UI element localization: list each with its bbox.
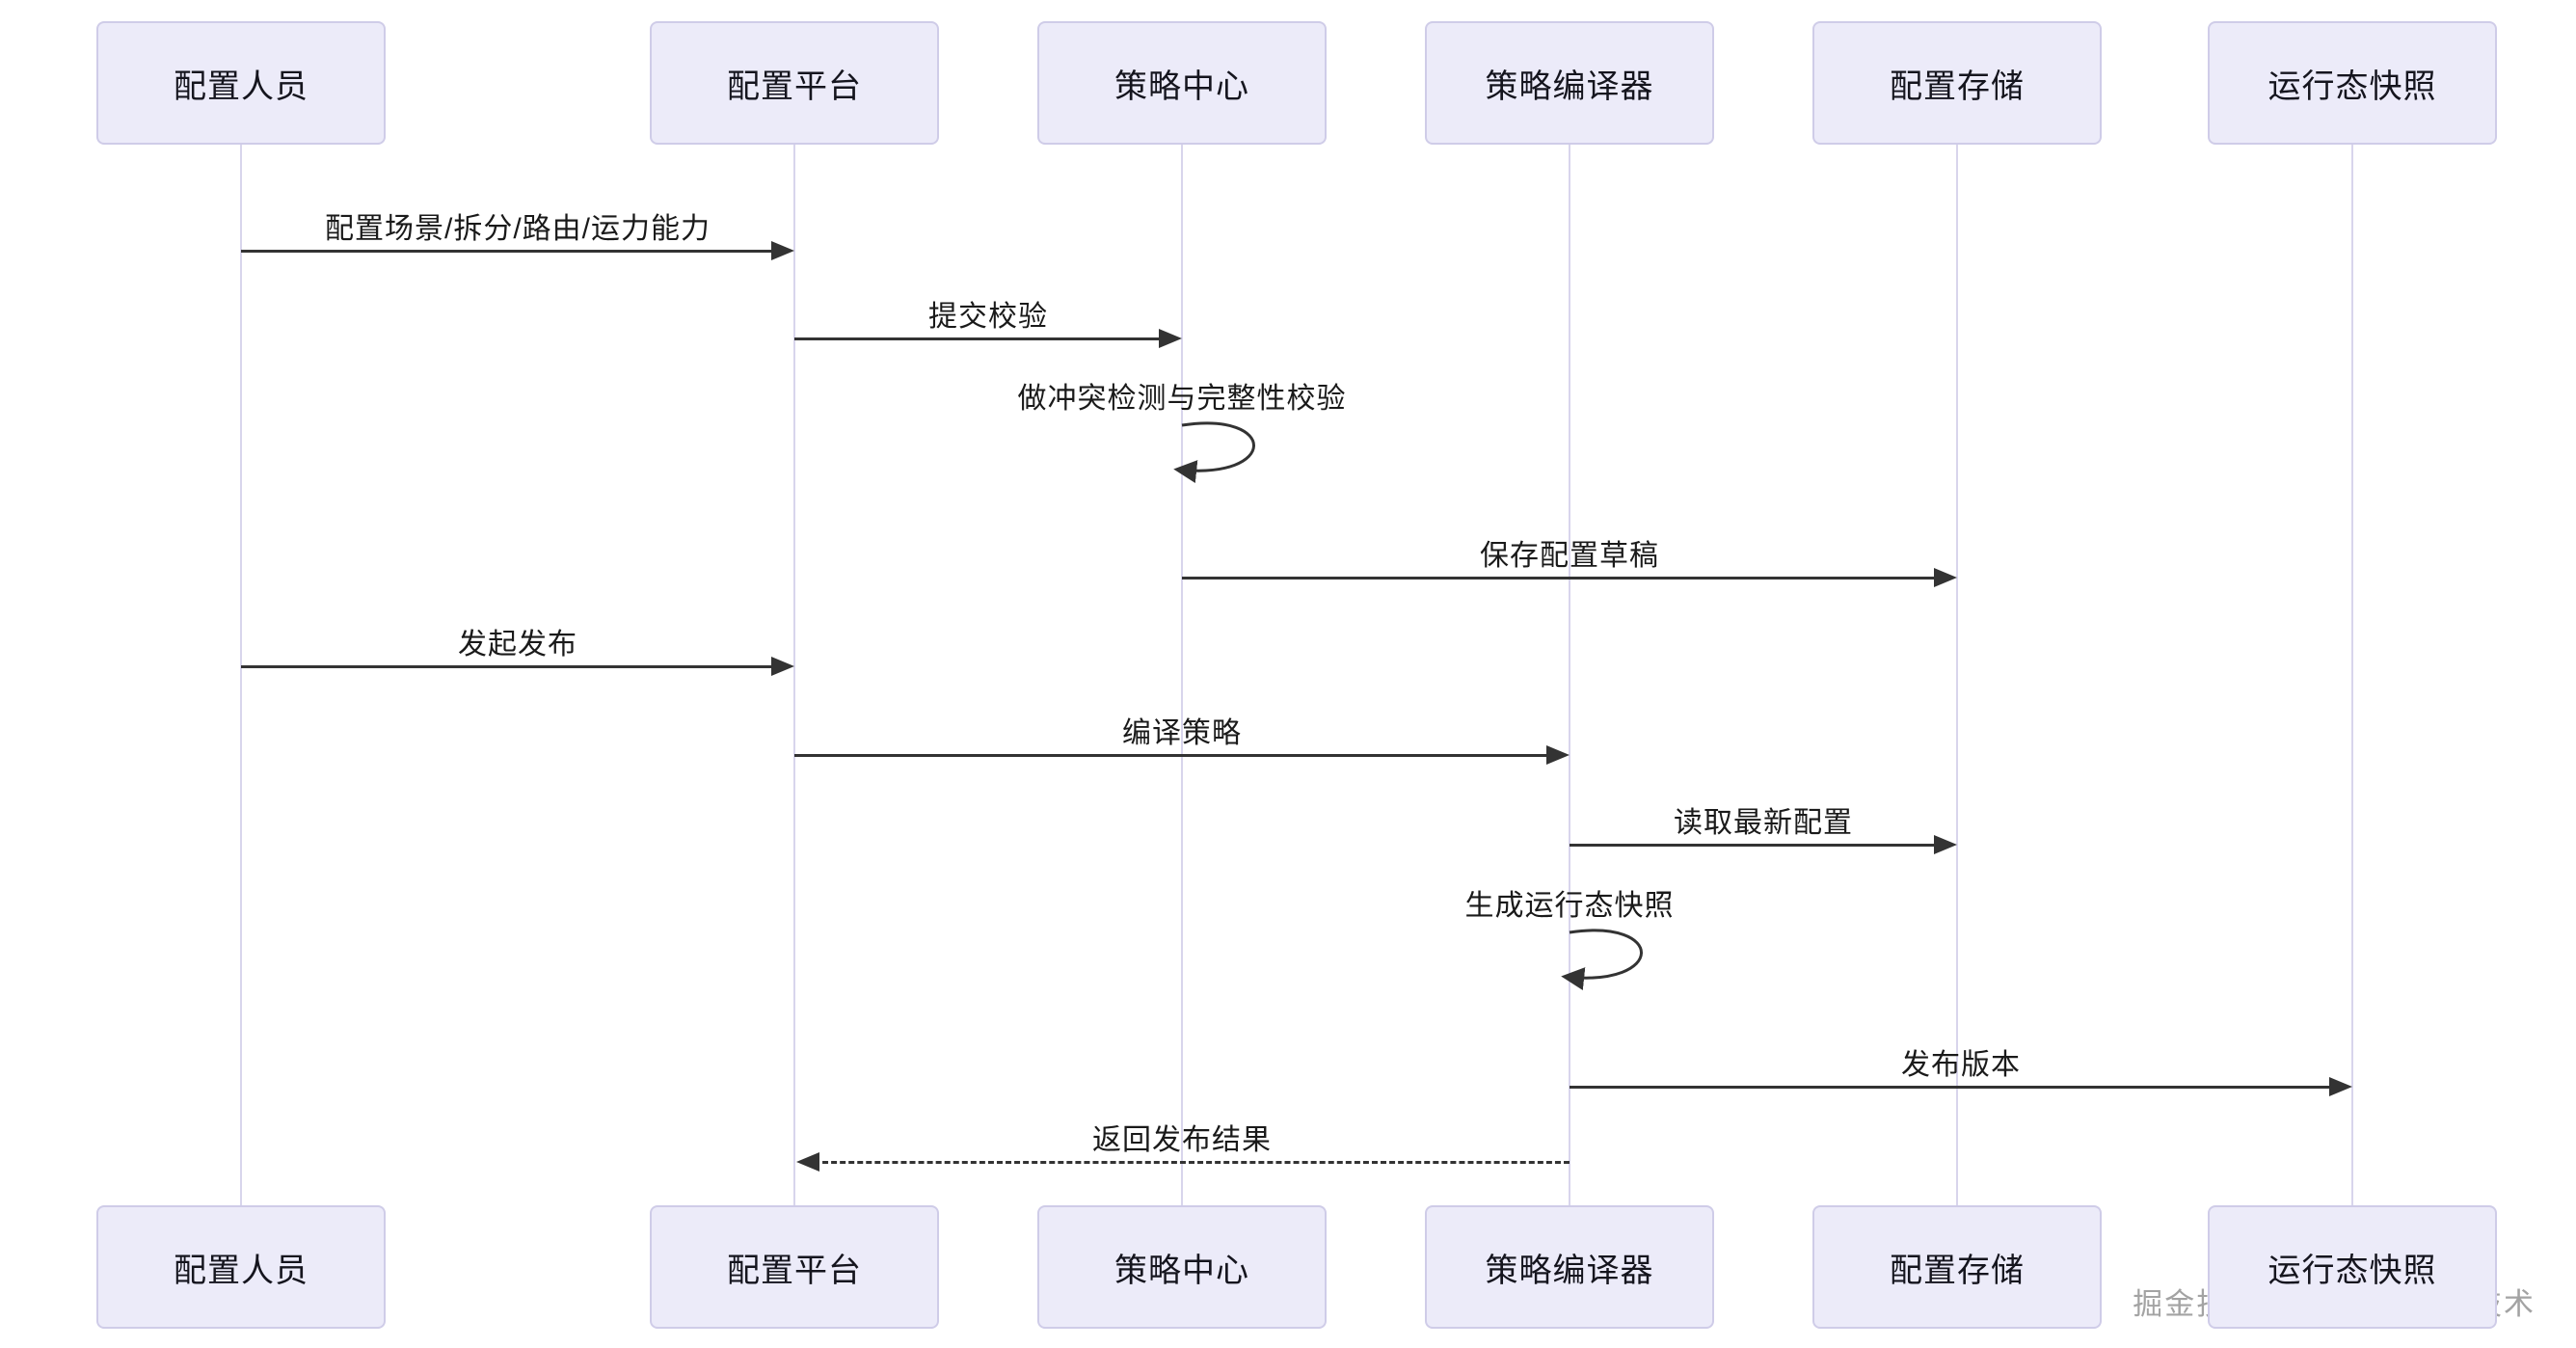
lifeline-config-user [240,145,242,1205]
message-arrow-line [1182,577,1938,580]
self-loop-arrow [1561,929,1643,990]
message-arrowhead [796,1152,819,1172]
message-arrowhead [771,657,794,676]
actor-box-bottom-config-storage: 配置存储 [1812,1205,2102,1329]
message-arrow-line [241,250,775,253]
message-label: 提交校验 [928,301,1048,333]
self-loop-arrow [1173,421,1255,483]
actor-box-bottom-strategy-compiler: 策略编译器 [1425,1205,1714,1329]
actor-box-bottom-config-platform: 配置平台 [650,1205,939,1329]
message-arrowhead [2329,1077,2352,1096]
message-label: 做冲突检测与完整性校验 [1017,383,1347,415]
message-arrowhead [1546,745,1570,765]
actor-box-top-strategy-center: 策略中心 [1037,21,1327,145]
message-label: 编译策略 [1122,717,1242,749]
message-label: 发布版本 [1901,1049,2021,1081]
message-arrowhead [1934,835,1957,854]
message-label: 生成运行态快照 [1464,890,1675,922]
actor-box-bottom-config-user: 配置人员 [96,1205,386,1329]
message-label: 读取最新配置 [1674,807,1853,839]
actor-box-top-strategy-compiler: 策略编译器 [1425,21,1714,145]
lifeline-runtime-snapshot [2351,145,2353,1205]
lifeline-config-platform [793,145,795,1205]
message-arrow-line [241,665,775,668]
lifeline-config-storage [1956,145,1958,1205]
actor-box-top-config-platform: 配置平台 [650,21,939,145]
actor-box-top-config-user: 配置人员 [96,21,386,145]
message-label: 配置场景/拆分/路由/运力能力 [324,213,711,245]
message-label: 返回发布结果 [1092,1124,1272,1156]
actor-box-top-runtime-snapshot: 运行态快照 [2208,21,2497,145]
actor-box-bottom-strategy-center: 策略中心 [1037,1205,1327,1329]
message-arrowhead [771,241,794,260]
message-arrow-line [1570,1086,2333,1089]
actor-box-top-config-storage: 配置存储 [1812,21,2102,145]
actor-box-bottom-runtime-snapshot: 运行态快照 [2208,1205,2497,1329]
message-arrowhead [1934,568,1957,587]
lifeline-strategy-compiler [1569,145,1570,1205]
lifeline-strategy-center [1181,145,1183,1205]
message-label: 保存配置草稿 [1480,540,1659,572]
message-label: 发起发布 [458,629,577,661]
message-arrowhead [1159,329,1182,348]
message-arrow-line [814,1161,1570,1164]
message-arrow-line [794,754,1550,757]
message-arrow-line [794,337,1163,340]
message-arrow-line [1570,844,1938,847]
